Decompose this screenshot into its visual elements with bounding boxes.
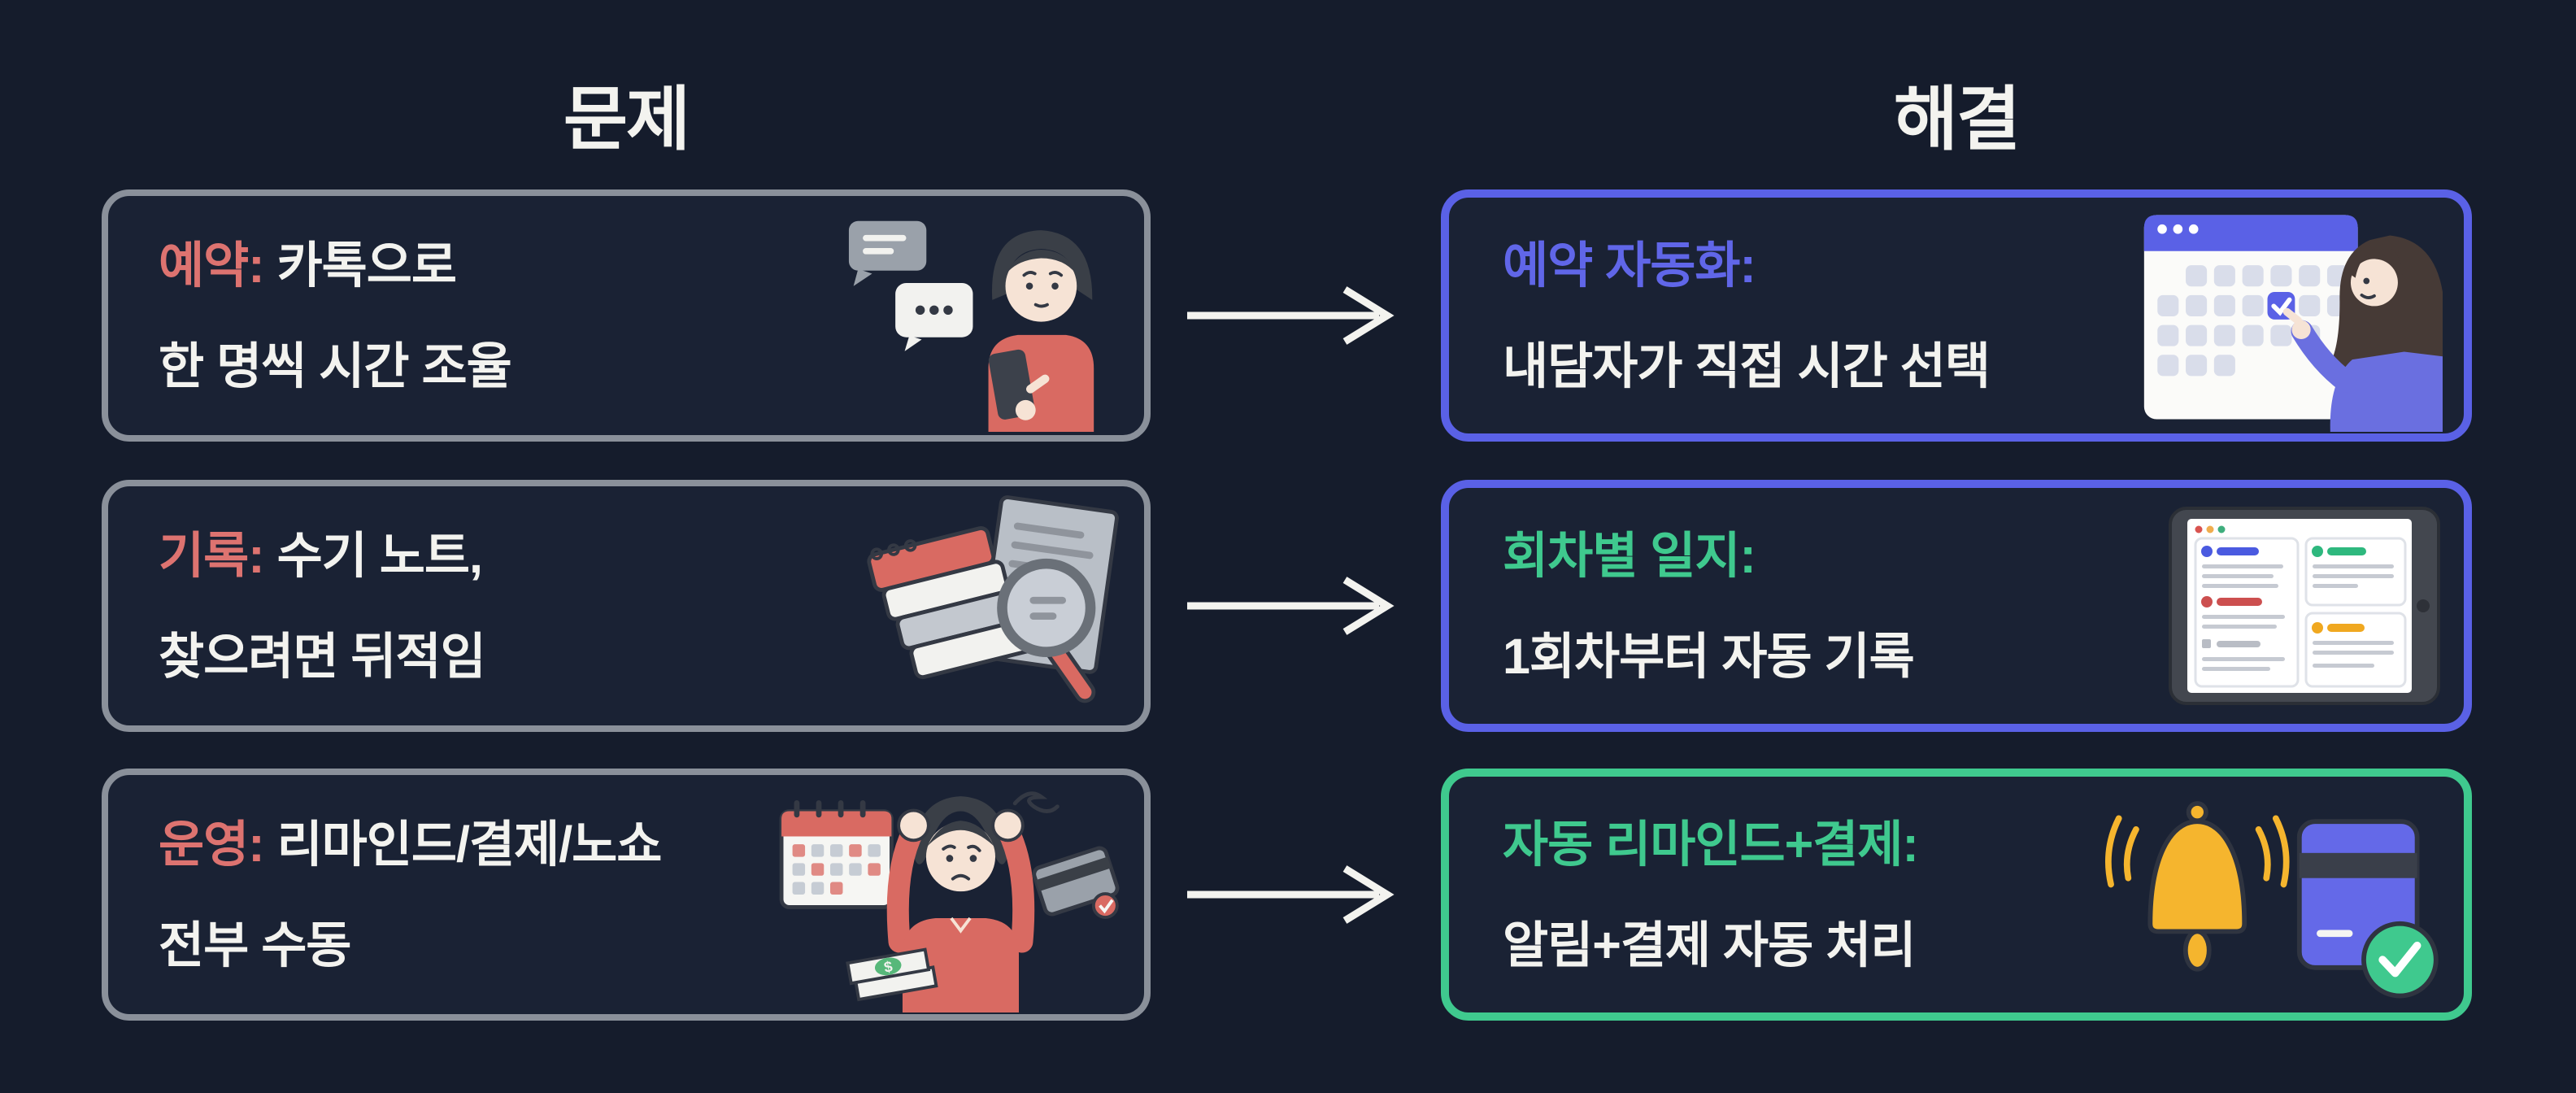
- problem-card-reservation-line1-rest: 카톡으로: [276, 237, 457, 293]
- credit-card-icon: [1032, 846, 1120, 919]
- solution-card-session-logs-line2: 1회차부터 자동 기록: [1503, 629, 1915, 684]
- arrow-row2-icon: [1187, 577, 1395, 635]
- problem-card-records-line1-rest: 수기 노트,: [276, 527, 483, 583]
- chat-bubbles-icon: [848, 220, 973, 351]
- solution-keyword-booking-automation: 예약 자동화:: [1503, 237, 1756, 293]
- solution-card-session-logs-text: 회차별 일지: 1회차부터 자동 기록: [1503, 527, 2166, 685]
- problem-card-records-line2: 찾으려면 뒤적임: [159, 629, 486, 684]
- calendar-icon: [779, 800, 894, 909]
- stressed-person: [886, 791, 1060, 1012]
- log-card-bottom-right: [2304, 612, 2407, 688]
- tablet-logs-illustration: [2169, 507, 2440, 705]
- problem-keyword-reservation: 예약:: [159, 237, 265, 293]
- bell-card-check-illustration: [2105, 801, 2439, 999]
- problem-card-records: 기록:수기 노트, 찾으려면 뒤적임: [102, 480, 1151, 732]
- solution-keyword-session-logs: 회차별 일지:: [1503, 527, 1756, 583]
- calendar-window-icon: [2143, 215, 2358, 420]
- problem-card-reservation: 예약:카톡으로 한 명씩 시간 조율: [102, 189, 1151, 442]
- problem-card-records-line1: 기록:수기 노트,: [159, 527, 855, 584]
- solution-card-booking-automation-text: 예약 자동화: 내담자가 직접 시간 선택: [1503, 237, 2140, 394]
- solution-card-booking-automation-line2: 내담자가 직접 시간 선택: [1503, 338, 1991, 394]
- pointing-woman: [2282, 235, 2443, 432]
- problem-card-reservation-line2: 한 명씩 시간 조율: [159, 338, 512, 394]
- solution-card-auto-remind-payment-text: 자동 리마인드+결제: 알림+결제 자동 처리: [1503, 816, 2101, 973]
- cash-icon: $: [846, 947, 938, 1002]
- solution-card-auto-remind-payment: 자동 리마인드+결제: 알림+결제 자동 처리: [1441, 769, 2472, 1021]
- notebook-stack-magnifier-illustration: [867, 495, 1119, 703]
- solution-column-title: 해결: [1893, 81, 2021, 159]
- problem-card-operations-line1: 운영:리마인드/결제/노쇼: [159, 816, 773, 873]
- solution-card-booking-automation: 예약 자동화: 내담자가 직접 시간 선택: [1441, 189, 2472, 442]
- log-card-left: [2194, 537, 2300, 688]
- arrow-row3-icon: [1187, 865, 1395, 924]
- problem-card-operations-line2: 전부 수동: [159, 917, 351, 973]
- problem-card-reservation-line1: 예약:카톡으로: [159, 237, 838, 294]
- problem-keyword-operations: 운영:: [159, 816, 265, 872]
- solution-card-auto-remind-payment-line2: 알림+결제 자동 처리: [1503, 917, 1916, 973]
- arrow-row1-icon: [1187, 286, 1395, 345]
- person-texting-on-phone-illustration: [848, 220, 1094, 432]
- solution-keyword-auto-remind-payment: 자동 리마인드+결제:: [1503, 816, 1919, 872]
- problem-card-records-text: 기록:수기 노트, 찾으려면 뒤적임: [159, 527, 855, 685]
- calendar-picker-illustration: [2143, 215, 2443, 432]
- log-card-top-right: [2304, 537, 2407, 607]
- problem-column-title: 문제: [563, 81, 690, 159]
- magnifier-icon: [997, 558, 1096, 703]
- check-circle-icon: [2361, 921, 2439, 999]
- bell-icon: [2105, 801, 2290, 972]
- problem-keyword-records: 기록:: [159, 527, 265, 583]
- stressed-person-illustration: $: [779, 791, 1120, 1012]
- problem-card-operations-text: 운영:리마인드/결제/노쇼 전부 수동: [159, 816, 773, 973]
- solution-card-session-logs: 회차별 일지: 1회차부터 자동 기록: [1441, 480, 2472, 732]
- problem-card-operations-line1-rest: 리마인드/결제/노쇼: [276, 816, 663, 872]
- problem-card-reservation-text: 예약:카톡으로 한 명씩 시간 조율: [159, 237, 838, 394]
- svg-text:$: $: [882, 957, 894, 975]
- problem-card-operations: 운영:리마인드/결제/노쇼 전부 수동: [102, 769, 1151, 1021]
- worried-person: [988, 230, 1094, 432]
